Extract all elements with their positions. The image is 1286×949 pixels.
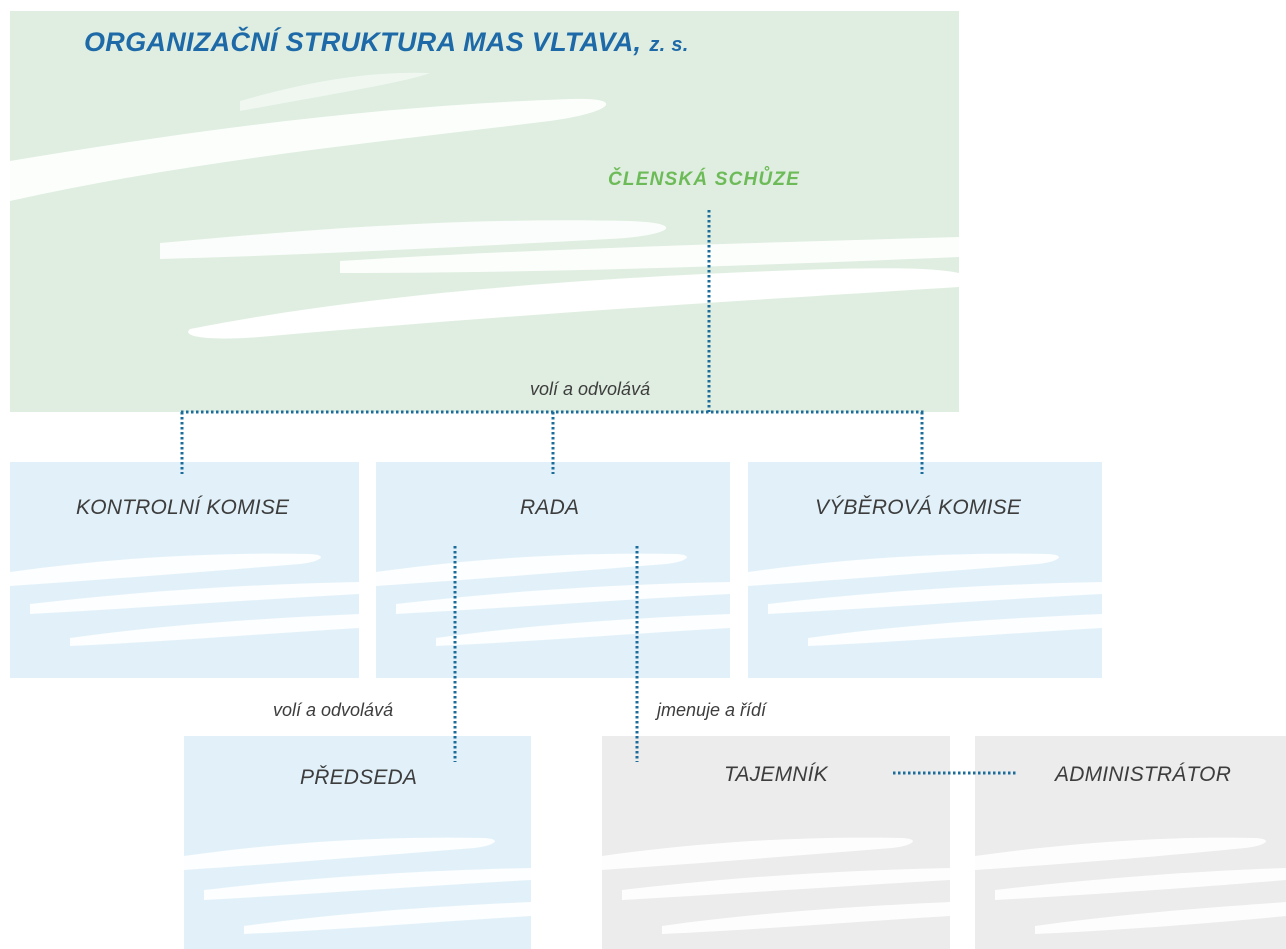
edge-label-rada-to-tajemnik: jmenuje a řídí	[657, 700, 767, 720]
node-rada: RADA	[520, 496, 580, 519]
node-tajemnik: TAJEMNÍK	[724, 763, 828, 786]
title-main: ORGANIZAČNÍ STRUKTURA MAS VLTAVA,	[84, 27, 642, 57]
title-suffix: z. s.	[649, 34, 689, 56]
predseda-panel	[184, 736, 531, 949]
diagram-title: ORGANIZAČNÍ STRUKTURA MAS VLTAVA, z. s.	[84, 27, 689, 58]
administrator-panel	[975, 736, 1286, 949]
node-predseda: PŘEDSEDA	[300, 766, 418, 789]
node-administrator: ADMINISTRÁTOR	[1055, 763, 1232, 786]
node-kontrolni-komise: KONTROLNÍ KOMISE	[76, 496, 290, 519]
node-clenska-schuze: ČLENSKÁ SCHŮZE	[608, 169, 801, 190]
clenska-schuze-panel	[10, 11, 959, 412]
edge-label-schuze-to-organs: volí a odvolává	[530, 379, 651, 399]
node-vyberova-komise: VÝBĚROVÁ KOMISE	[815, 496, 1022, 519]
vyberova-komise-panel	[748, 462, 1102, 678]
tajemnik-panel	[602, 736, 950, 949]
kontrolni-komise-panel	[10, 462, 359, 678]
edge-label-rada-to-predseda: volí a odvolává	[273, 700, 394, 720]
